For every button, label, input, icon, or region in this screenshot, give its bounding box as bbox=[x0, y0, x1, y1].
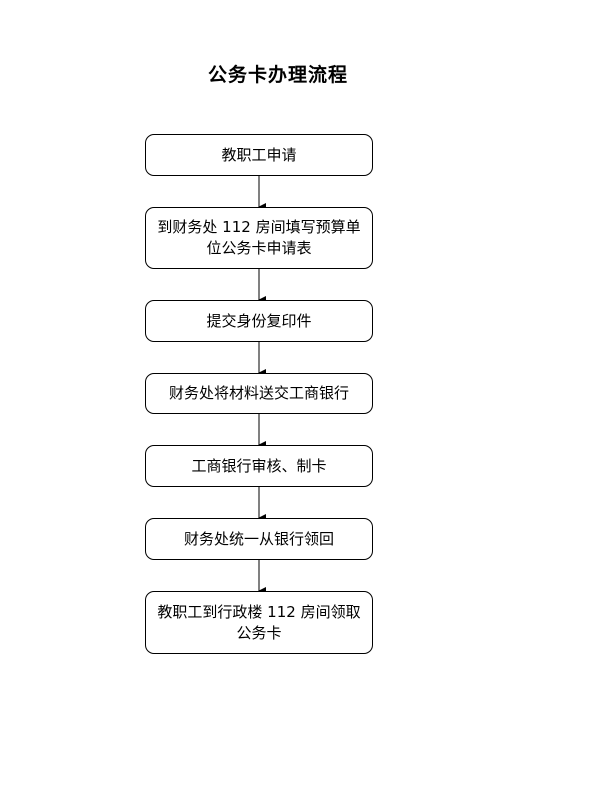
flow-step-text: 到财务处 112 房间填写预算单位公务卡申请表 bbox=[157, 218, 361, 257]
flow-step-text: 教职工到行政楼 112 房间领取公务卡 bbox=[157, 602, 361, 642]
flow-step-send-to-bank: 财务处将材料送交工商银行 bbox=[145, 373, 373, 414]
flow-step-text: 财务处统一从银行领回 bbox=[183, 529, 334, 548]
flow-step-text: 提交身份复印件 bbox=[206, 311, 312, 330]
flow-step-text: 教职工申请 bbox=[221, 145, 297, 164]
flow-step-apply: 教职工申请 bbox=[145, 134, 373, 176]
flow-step-text: 财务处将材料送交工商银行 bbox=[168, 384, 349, 402]
flow-step-bank-review: 工商银行审核、制卡 bbox=[145, 445, 373, 487]
flow-step-submit-id: 提交身份复印件 bbox=[145, 300, 373, 342]
flow-step-collect-from-bank: 财务处统一从银行领回 bbox=[145, 518, 373, 560]
page-title: 公务卡办理流程 bbox=[207, 64, 348, 86]
flow-step-fill-form: 到财务处 112 房间填写预算单位公务卡申请表 bbox=[145, 207, 373, 269]
flow-step-text: 工商银行审核、制卡 bbox=[191, 456, 327, 475]
flow-step-pickup-card: 教职工到行政楼 112 房间领取公务卡 bbox=[145, 591, 373, 654]
